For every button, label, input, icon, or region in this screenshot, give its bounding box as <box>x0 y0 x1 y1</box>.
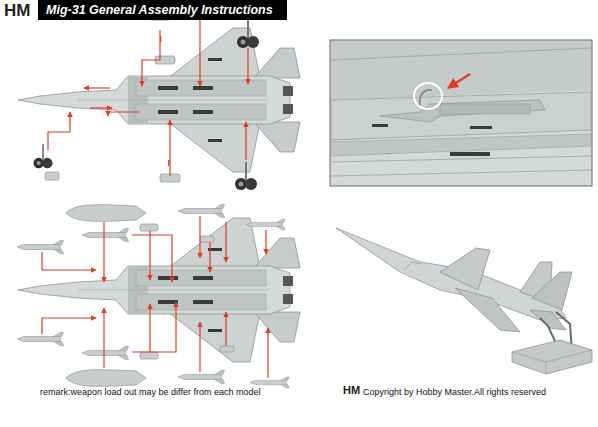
remark-note: remark:weapon load out may be differ fro… <box>40 387 260 397</box>
title-bar: Mig-31 General Assembly Instructions <box>38 0 287 20</box>
copyright-note: Copyright by Hobby Master.All rights res… <box>363 387 546 397</box>
brand-logo: HM <box>343 384 360 396</box>
brand-logo: HM <box>4 1 30 21</box>
